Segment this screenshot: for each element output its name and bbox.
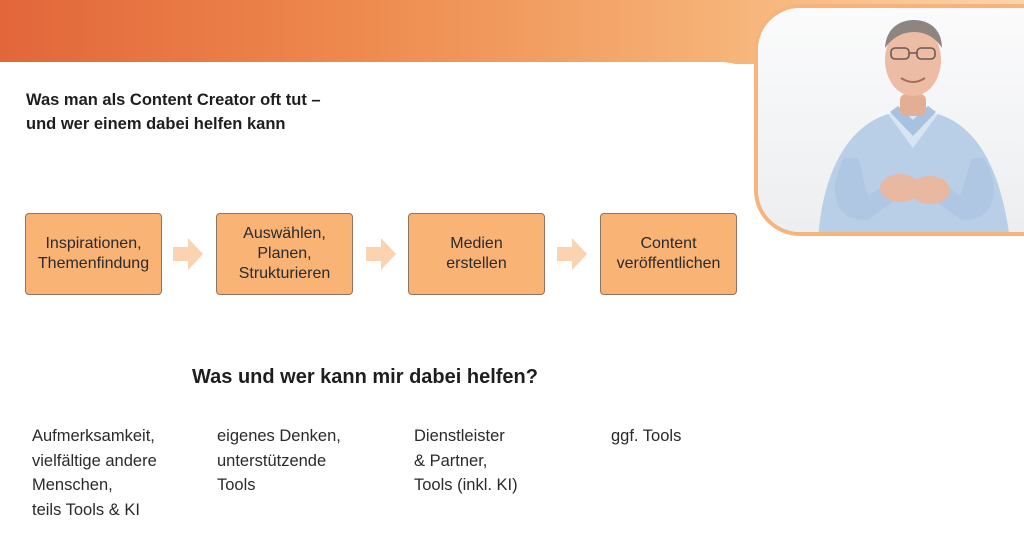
process-step-planning: Auswählen, Planen, Strukturieren	[216, 213, 353, 295]
presenter-figure	[818, 20, 1009, 232]
helpers-heading: Was und wer kann mir dabei helfen?	[192, 366, 538, 388]
process-step-label: Auswählen, Planen, Strukturieren	[238, 225, 331, 282]
slide-content-area	[0, 62, 780, 542]
arrow-right-icon	[366, 238, 396, 270]
arrow-right-icon	[557, 238, 587, 270]
arrow-right-icon	[173, 238, 203, 270]
presenter-video	[754, 4, 1024, 236]
slide-title: Was man als Content Creator oft tut – un…	[26, 88, 321, 136]
helper-column-2: eigenes Denken, unterstützende Tools	[217, 427, 341, 494]
slide-title-line-2: und wer einem dabei helfen kann	[26, 115, 286, 133]
process-step-media: Medien erstellen	[408, 213, 545, 295]
slide-title-line-1: Was man als Content Creator oft tut –	[26, 91, 321, 109]
helper-column-1: Aufmerksamkeit, vielfältige andere Mensc…	[32, 427, 157, 519]
process-step-label: Inspirationen, Themenfindung	[37, 235, 150, 272]
helper-column-3: Dienstleister & Partner, Tools (inkl. KI…	[414, 427, 518, 494]
process-step-publish: Content veröffentlichen	[600, 213, 737, 295]
helper-column-4: ggf. Tools	[611, 427, 682, 445]
process-step-inspiration: Inspirationen, Themenfindung	[25, 213, 162, 295]
process-step-label: Medien erstellen	[446, 235, 507, 272]
process-step-label: Content veröffentlichen	[616, 235, 721, 272]
